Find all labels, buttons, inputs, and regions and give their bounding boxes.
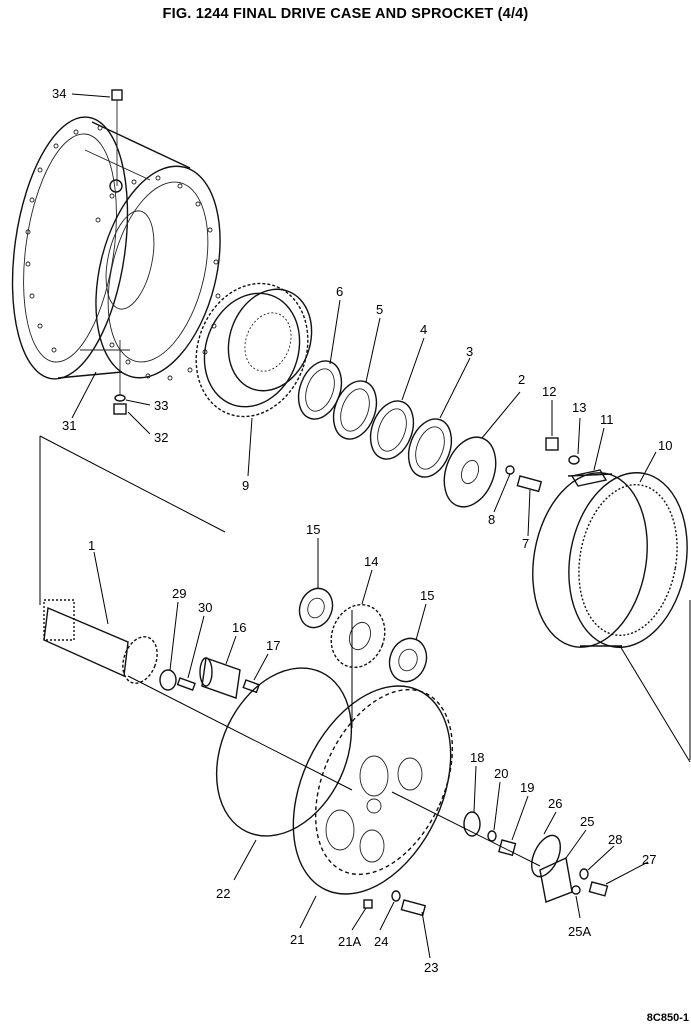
part-21-carrier: [292, 685, 454, 895]
callout-29: 29: [172, 586, 186, 601]
callout-7: 7: [522, 536, 529, 551]
callout-18: 18: [470, 750, 484, 765]
drawing-code: 8C850-1: [646, 1012, 689, 1024]
callout-33: 33: [154, 398, 168, 413]
shim-set: [297, 360, 453, 478]
callout-1: 1: [88, 538, 95, 553]
callout-26: 26: [548, 796, 562, 811]
callout-25: 25: [580, 814, 594, 829]
case-bolt-holes: [25, 125, 221, 381]
callout-34: 34: [52, 86, 66, 101]
callout-5: 5: [376, 302, 383, 317]
alignment-lines: [39, 435, 691, 867]
callout-23: 23: [424, 960, 438, 975]
callout-10: 10: [658, 438, 672, 453]
callout-12: 12: [542, 384, 556, 399]
callout-21: 21: [290, 932, 304, 947]
callout-25a: 25A: [568, 924, 591, 939]
callout-28: 28: [608, 832, 622, 847]
callout-9: 9: [242, 478, 249, 493]
callout-15-left: 15: [306, 522, 320, 537]
callout-13: 13: [572, 400, 586, 415]
callout-27: 27: [642, 852, 656, 867]
part-9-gear-hub: [195, 282, 313, 418]
callout-24: 24: [374, 934, 388, 949]
callout-21a: 21A: [338, 934, 361, 949]
callout-14: 14: [364, 554, 378, 569]
parts-12-13-11: [545, 437, 608, 487]
parts-15-14-bearings-gear: [298, 587, 428, 683]
callout-15-right: 15: [420, 588, 434, 603]
callout-22: 22: [216, 886, 230, 901]
callout-32: 32: [154, 430, 168, 445]
callout-31: 31: [62, 418, 76, 433]
callout-30: 30: [198, 600, 212, 615]
callout-19: 19: [520, 780, 534, 795]
callout-2: 2: [518, 372, 525, 387]
part-33-32-drain-plug: [113, 340, 127, 415]
callout-8: 8: [488, 512, 495, 527]
callout-4: 4: [420, 322, 427, 337]
part-34-plug: [111, 89, 123, 186]
callout-20: 20: [494, 766, 508, 781]
part-10-ring-gear: [532, 472, 688, 648]
callout-6: 6: [336, 284, 343, 299]
callout-16: 16: [232, 620, 246, 635]
callout-3: 3: [466, 344, 473, 359]
parts-21a-24-23: [363, 890, 427, 917]
leader-lines: [71, 93, 657, 959]
callout-11: 11: [600, 412, 614, 427]
part-1-shaft: [43, 599, 158, 684]
part-22-o-ring: [215, 667, 353, 837]
parts-18-20-19-26-25-28-27: [463, 811, 609, 903]
figure-title: FIG. 1244 FINAL DRIVE CASE AND SPROCKET …: [162, 6, 529, 22]
parts-29-30-16-17: [159, 657, 261, 699]
part-31-final-drive-case: [11, 116, 221, 381]
callout-17: 17: [266, 638, 280, 653]
callout-labels: 34 31 33 32 6 5 4 3 2 9 12 13 11 10 8 7 …: [52, 86, 672, 975]
